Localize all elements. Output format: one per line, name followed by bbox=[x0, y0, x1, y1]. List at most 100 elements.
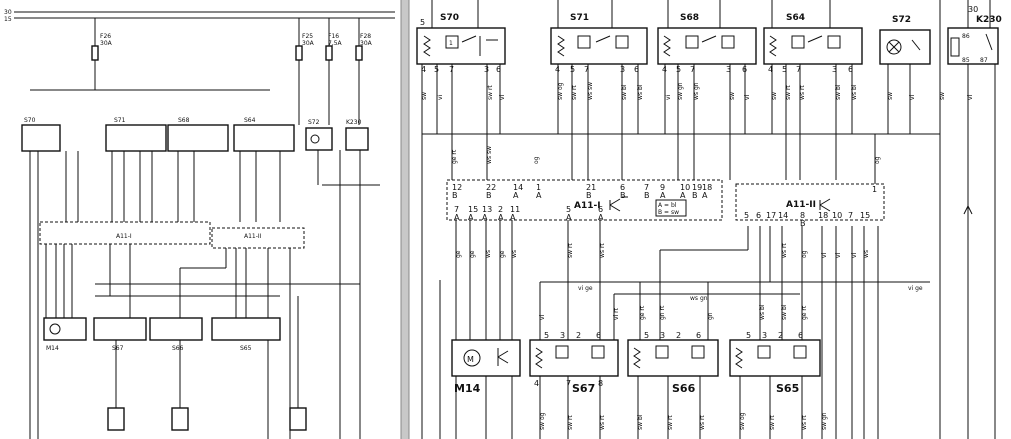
bottom-exit-wires: sw og sw rt ws rt sw bl sw rt ws rt sw o… bbox=[439, 280, 828, 439]
svg-text:A: A bbox=[598, 213, 604, 222]
svg-text:3: 3 bbox=[620, 65, 625, 74]
svg-text:S67: S67 bbox=[572, 382, 595, 395]
svg-text:6: 6 bbox=[634, 65, 639, 74]
svg-text:vi: vi bbox=[851, 252, 858, 258]
svg-text:7: 7 bbox=[566, 379, 571, 388]
svg-text:A: A bbox=[482, 213, 488, 222]
svg-text:7: 7 bbox=[644, 183, 649, 192]
svg-text:vi: vi bbox=[744, 94, 751, 100]
svg-text:A: A bbox=[660, 191, 666, 200]
svg-text:5: 5 bbox=[570, 65, 575, 74]
lower-wire-color-labels: ge ge ws ge ws sw rt ws rt ws rt og vi v… bbox=[455, 243, 923, 320]
left-relay-s68: S68 bbox=[167, 117, 229, 152]
svg-text:7: 7 bbox=[796, 65, 801, 74]
svg-text:ws: ws bbox=[511, 250, 518, 258]
svg-text:sw: sw bbox=[939, 92, 946, 100]
svg-text:sw: sw bbox=[887, 92, 894, 100]
svg-text:7: 7 bbox=[690, 65, 695, 74]
svg-text:ws: ws bbox=[485, 250, 492, 258]
module-a11-ii: A11-II 1 5 6 17 14 8 18 10 7 15 B bbox=[735, 183, 885, 228]
svg-text:10: 10 bbox=[680, 183, 690, 192]
svg-text:5: 5 bbox=[744, 211, 749, 220]
svg-text:S68: S68 bbox=[178, 117, 190, 124]
svg-text:sw rt: sw rt bbox=[785, 85, 792, 100]
svg-text:3: 3 bbox=[726, 65, 731, 74]
svg-text:sw bl: sw bl bbox=[835, 84, 842, 100]
left-relay-k230: K230 bbox=[345, 119, 369, 151]
svg-text:3: 3 bbox=[832, 65, 837, 74]
svg-text:sw rt: sw rt bbox=[769, 415, 776, 430]
svg-text:vi: vi bbox=[539, 314, 546, 320]
svg-text:6: 6 bbox=[596, 331, 601, 340]
svg-text:ws rt: ws rt bbox=[599, 243, 606, 258]
svg-text:3: 3 bbox=[560, 331, 565, 340]
svg-text:87: 87 bbox=[980, 57, 988, 64]
svg-text:S66: S66 bbox=[172, 345, 184, 352]
svg-text:85: 85 bbox=[962, 57, 970, 64]
svg-text:K230: K230 bbox=[346, 119, 362, 126]
panel-divider bbox=[401, 0, 409, 439]
svg-text:5: 5 bbox=[746, 331, 751, 340]
svg-text:og: og bbox=[801, 250, 808, 258]
svg-text:ws rt: ws rt bbox=[781, 243, 788, 258]
left-relay-s67: S67 bbox=[93, 317, 147, 352]
svg-text:S67: S67 bbox=[112, 345, 124, 352]
rail-label-15: 15 bbox=[4, 16, 12, 23]
svg-text:ws bl: ws bl bbox=[637, 84, 644, 100]
left-relay-s70: S70 bbox=[21, 117, 61, 152]
left-motor-bottom-2 bbox=[171, 407, 189, 431]
left-relay-s64: S64 bbox=[233, 117, 295, 152]
svg-text:F16: F16 bbox=[328, 33, 339, 40]
svg-text:6: 6 bbox=[620, 183, 625, 192]
left-motor-bottom-1 bbox=[107, 407, 125, 431]
svg-text:8: 8 bbox=[800, 211, 805, 220]
svg-text:6: 6 bbox=[798, 331, 803, 340]
svg-text:2: 2 bbox=[498, 205, 503, 214]
svg-text:sw rt: sw rt bbox=[571, 85, 578, 100]
svg-text:vi: vi bbox=[665, 94, 672, 100]
svg-text:5: 5 bbox=[782, 65, 787, 74]
svg-text:S65: S65 bbox=[776, 382, 799, 395]
svg-text:12: 12 bbox=[452, 183, 462, 192]
svg-text:4: 4 bbox=[768, 65, 773, 74]
svg-text:vi: vi bbox=[835, 252, 842, 258]
svg-text:sw rt: sw rt bbox=[667, 415, 674, 430]
svg-text:S66: S66 bbox=[672, 382, 696, 395]
svg-text:A: A bbox=[454, 213, 460, 222]
svg-text:13: 13 bbox=[482, 205, 492, 214]
svg-text:8: 8 bbox=[598, 379, 603, 388]
svg-text:A: A bbox=[468, 213, 474, 222]
svg-text:3: 3 bbox=[762, 331, 767, 340]
svg-text:sw: sw bbox=[729, 92, 736, 100]
svg-text:sw bl: sw bl bbox=[781, 304, 788, 320]
svg-text:ge rt: ge rt bbox=[451, 149, 458, 164]
svg-text:A11-II: A11-II bbox=[786, 200, 816, 210]
svg-text:ws rt: ws rt bbox=[801, 415, 808, 430]
left-vertical-wires bbox=[29, 150, 380, 439]
relay-s66: 5 3 2 6 S66 bbox=[627, 331, 719, 395]
svg-text:B: B bbox=[620, 191, 626, 200]
svg-text:sw og: sw og bbox=[539, 412, 546, 430]
left-motor-m14: M14 bbox=[43, 317, 87, 352]
svg-text:5: 5 bbox=[420, 18, 425, 27]
svg-text:A: A bbox=[510, 213, 516, 222]
svg-text:vi: vi bbox=[821, 252, 828, 258]
svg-text:15: 15 bbox=[468, 205, 478, 214]
svg-text:14: 14 bbox=[513, 183, 523, 192]
svg-text:vi: vi bbox=[499, 94, 506, 100]
rail-label-30: 30 bbox=[4, 9, 12, 16]
svg-text:9: 9 bbox=[660, 183, 665, 192]
svg-text:sw og: sw og bbox=[557, 82, 564, 100]
motor-glyph: M bbox=[467, 355, 474, 364]
left-module-a11-i: A11-I bbox=[39, 221, 211, 245]
relay-s71: S71 4 5 7 3 6 bbox=[550, 13, 648, 74]
svg-text:S64: S64 bbox=[786, 13, 805, 23]
svg-text:ws: ws bbox=[863, 250, 870, 258]
svg-text:ws sw: ws sw bbox=[587, 82, 594, 100]
svg-text:7: 7 bbox=[848, 211, 853, 220]
svg-text:2: 2 bbox=[778, 331, 783, 340]
svg-text:ws bl: ws bl bbox=[851, 84, 858, 100]
svg-text:A11-I: A11-I bbox=[574, 201, 601, 211]
svg-text:sw: sw bbox=[421, 92, 428, 100]
